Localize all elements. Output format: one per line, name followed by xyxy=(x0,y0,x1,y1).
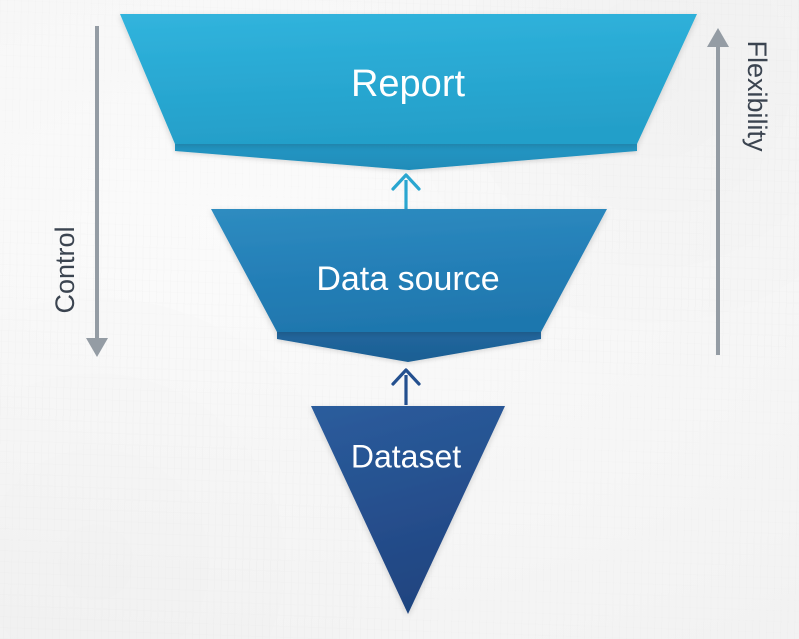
connector-arrowhead-lower xyxy=(391,368,421,386)
dataset-label: Dataset xyxy=(351,438,461,474)
control-arrowhead-down-icon xyxy=(86,338,108,357)
connector-dataset-to-data-source xyxy=(391,368,421,405)
data-source-shape xyxy=(211,209,607,332)
data-source-label: Data source xyxy=(316,260,499,298)
dataset-shape xyxy=(311,406,505,614)
report-fold xyxy=(175,143,637,170)
connector-data-source-to-report xyxy=(391,173,421,211)
report-shape xyxy=(120,14,697,144)
axis-flexibility: Flexibility xyxy=(707,28,772,355)
control-axis-label: Control xyxy=(50,226,80,313)
funnel-stage-report[interactable]: Report xyxy=(120,14,697,170)
funnel-stage-dataset[interactable]: Dataset xyxy=(311,406,505,614)
flexibility-axis-label: Flexibility xyxy=(742,40,772,152)
report-label: Report xyxy=(351,63,465,105)
axis-control: Control xyxy=(50,26,108,357)
flexibility-arrowhead-up-icon xyxy=(707,28,729,47)
funnel-stage-data-source[interactable]: Data source xyxy=(211,209,607,362)
connector-arrowhead-upper xyxy=(391,173,421,191)
data-source-fold xyxy=(277,331,541,362)
